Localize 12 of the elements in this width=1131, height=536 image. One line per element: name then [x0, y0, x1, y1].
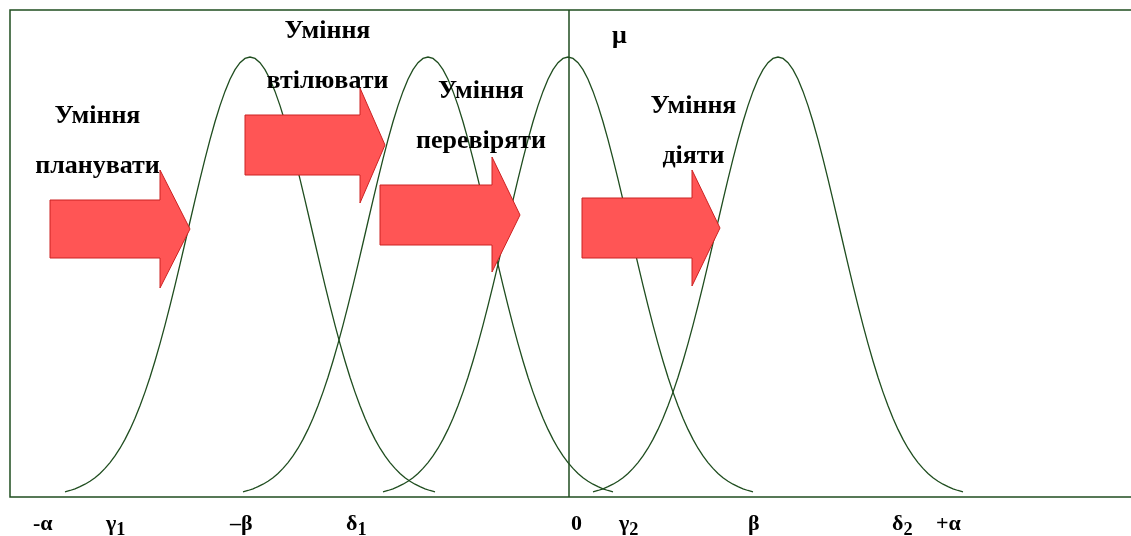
- axis-label: –β: [230, 510, 253, 536]
- axis-label: 0: [571, 510, 582, 536]
- axis-label: -α: [33, 510, 53, 536]
- axis-label: γ$_{1}$: [106, 510, 126, 536]
- axis-label: δ$_{1}$: [346, 510, 367, 536]
- axis-label: μ: [612, 20, 627, 50]
- stage-label: Уміння планувати: [34, 99, 161, 181]
- stage-label: Уміння діяти: [649, 89, 738, 171]
- axis-label: γ$_{2}$: [619, 510, 639, 536]
- axis-label: +α: [936, 510, 961, 536]
- axis-label: β: [748, 510, 760, 536]
- axis-label: δ$_{2}$: [892, 510, 913, 536]
